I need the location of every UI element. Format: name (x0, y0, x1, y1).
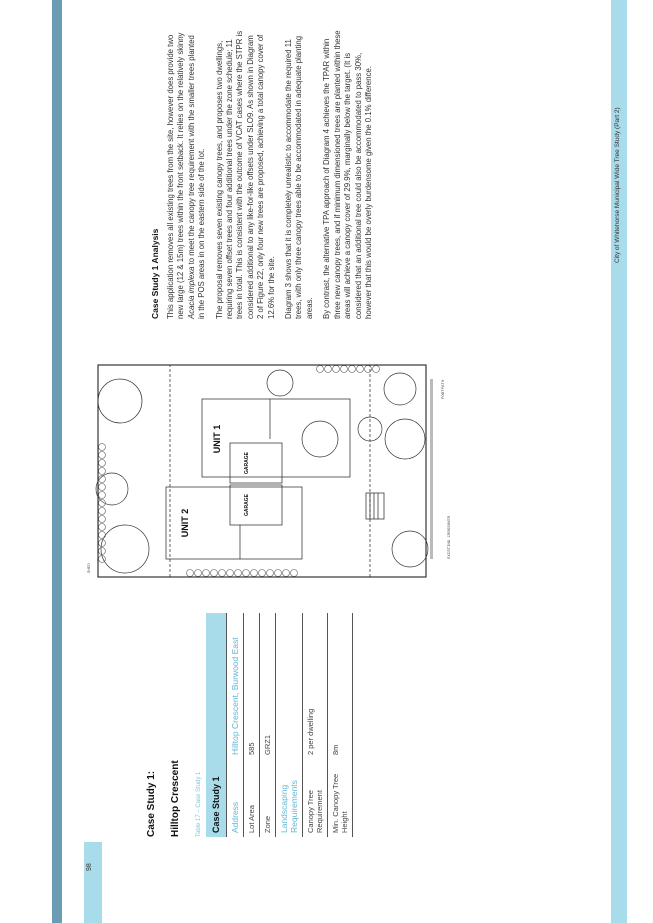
page-number-tab (84, 842, 102, 923)
footer-title: City of Whitehorse Municipal Wide Tree S… (614, 107, 621, 263)
analysis-paragraph: This application removes all existing tr… (166, 32, 207, 319)
left-edge-band (52, 0, 62, 923)
row-value: GRZ1 (259, 613, 276, 759)
garage-a-label: GARAGE (244, 493, 250, 516)
row-value (275, 613, 303, 759)
analysis-title: Case Study 1 Analysis (150, 228, 160, 319)
table-header: Case Study 1 (206, 613, 227, 837)
analysis-paragraph: Diagram 3 shows that it is completely un… (284, 35, 314, 319)
table-row: Lot Area 585 (243, 613, 260, 837)
right-edge-band (611, 0, 627, 923)
unit2-label: UNIT 2 (180, 509, 190, 538)
garage-b-label: GARAGE (244, 451, 250, 474)
row-label: Address (226, 759, 244, 837)
row-label: Zone (259, 759, 276, 837)
analysis-paragraph: By contrast, the alternative TPA approac… (322, 30, 373, 319)
tree-canopy (357, 416, 383, 442)
case-study-table: Case Study 1 Address Hilltop Crescent, B… (206, 613, 353, 837)
unit1-outline (201, 398, 351, 478)
svg-text:FOOTPATH: FOOTPATH (442, 379, 446, 399)
row-label: Lot Area (243, 759, 260, 837)
row-label: Landscaping Requirements (275, 759, 303, 837)
table-row: Canopy Tree Requirement 2 per dwelling (302, 613, 328, 837)
site-plan-drawing: SHED FOOTPATH EXISTING CROSSOVER UNIT 2 U… (88, 364, 452, 578)
table-row: Landscaping Requirements (275, 613, 303, 837)
garage-a-outline (229, 484, 283, 526)
tree-canopy (100, 524, 150, 574)
stair-detail (365, 492, 385, 520)
tree-canopy (301, 420, 339, 458)
row-value: 585 (243, 613, 260, 759)
analysis-body: This application removes all existing tr… (166, 29, 381, 319)
analysis-paragraph: The proposal removes seven existing cano… (214, 30, 276, 319)
unit2-outline (165, 486, 303, 560)
svg-text:SHED: SHED (88, 563, 92, 573)
case-study-subtitle: Hilltop Crescent (170, 760, 181, 837)
table-caption: Table 17 – Case Study 1 (196, 771, 202, 837)
hedge-row (316, 365, 380, 373)
site-boundary (97, 364, 427, 578)
row-label: Min. Canopy Tree Height (327, 759, 353, 837)
case-study-title: Case Study 1: (146, 770, 157, 837)
garage-b-outline (229, 442, 283, 484)
tree-canopy (391, 530, 429, 568)
species-name: Acacia implexa (186, 266, 196, 319)
tree-canopy (384, 418, 426, 460)
row-value: Hilltop Crescent, Burwood East (226, 613, 244, 759)
table-row: Zone GRZ1 (259, 613, 276, 837)
hedge-row (98, 443, 106, 563)
page-number: 98 (86, 863, 93, 871)
frontage-strip (430, 379, 433, 559)
tree-canopy (266, 369, 294, 397)
hedge-row (186, 569, 298, 577)
svg-text:EXISTING CROSSOVER: EXISTING CROSSOVER (448, 515, 452, 559)
tree-canopy (95, 472, 129, 506)
table-row: Address Hilltop Crescent, Burwood East (226, 613, 244, 837)
tree-canopy (97, 378, 143, 424)
row-value: 8m (327, 613, 353, 759)
row-value: 2 per dwelling (302, 613, 328, 759)
tree-canopy (383, 372, 417, 406)
unit1-label: UNIT 1 (212, 425, 222, 454)
table-row: Min. Canopy Tree Height 8m (327, 613, 353, 837)
row-label: Canopy Tree Requirement (302, 759, 328, 837)
